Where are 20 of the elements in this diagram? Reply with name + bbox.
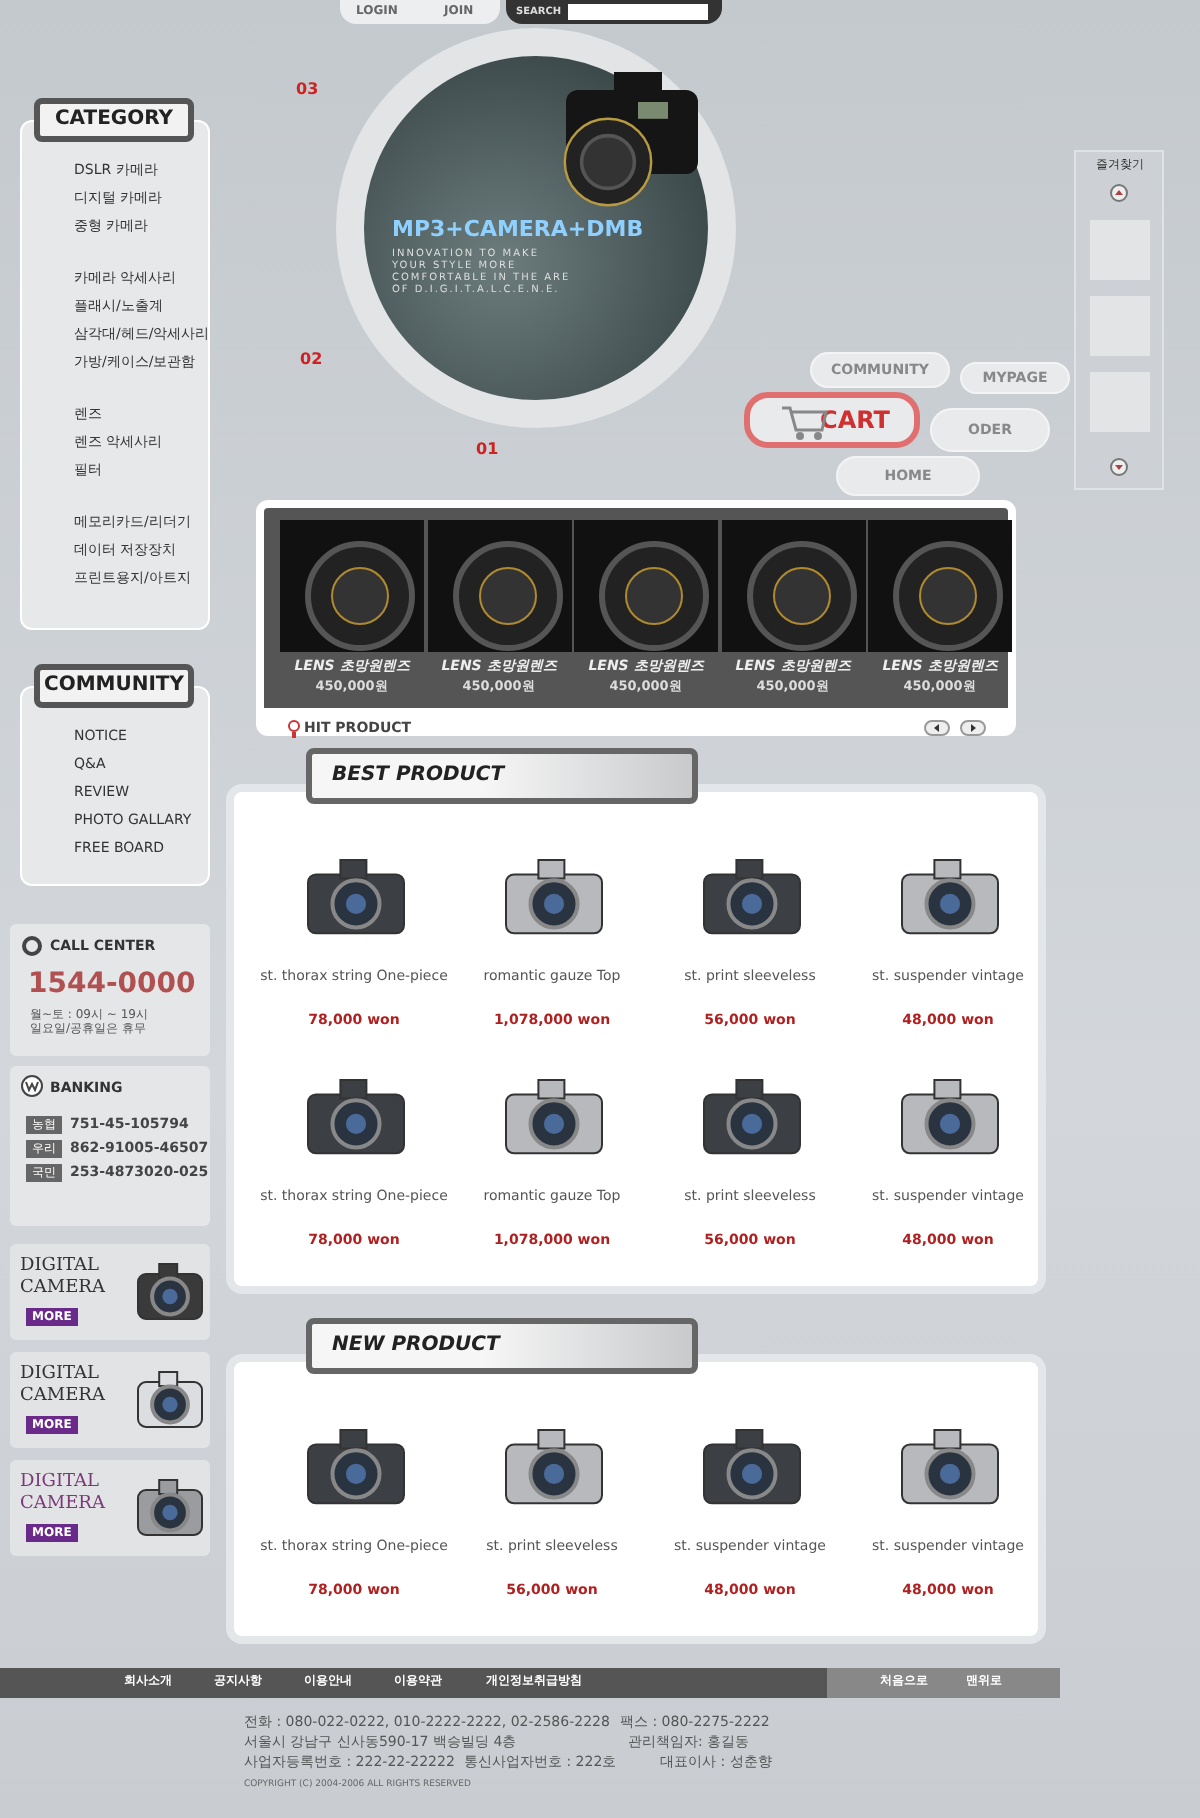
promo-banner — [10, 1244, 210, 1340]
slide-number: 03 — [296, 80, 319, 100]
menu-heading: CATEGORY — [34, 98, 194, 142]
slide-number: 01 — [476, 440, 499, 460]
product-slider — [256, 500, 1016, 736]
info-panel — [10, 924, 210, 1056]
phone-number: 1544-0000 — [28, 968, 196, 1002]
info-panel — [10, 1066, 210, 1226]
promo-title: DIGITAL CAMERA — [20, 1472, 108, 1516]
promo-banner — [10, 1352, 210, 1448]
cart-button: CART — [744, 392, 920, 448]
section-tab: BEST PRODUCT — [306, 748, 698, 804]
promo-title: DIGITAL CAMERA — [20, 1256, 108, 1300]
hero-tagline: MP3+CAMERA+DMB — [392, 216, 644, 243]
menu-heading: COMMUNITY — [34, 664, 194, 708]
promo-banner — [10, 1460, 210, 1556]
slide-number: 02 — [300, 350, 323, 370]
promo-title: DIGITAL CAMERA — [20, 1364, 108, 1408]
favorites-panel — [1074, 150, 1164, 490]
section-tab: NEW PRODUCT — [306, 1318, 698, 1374]
